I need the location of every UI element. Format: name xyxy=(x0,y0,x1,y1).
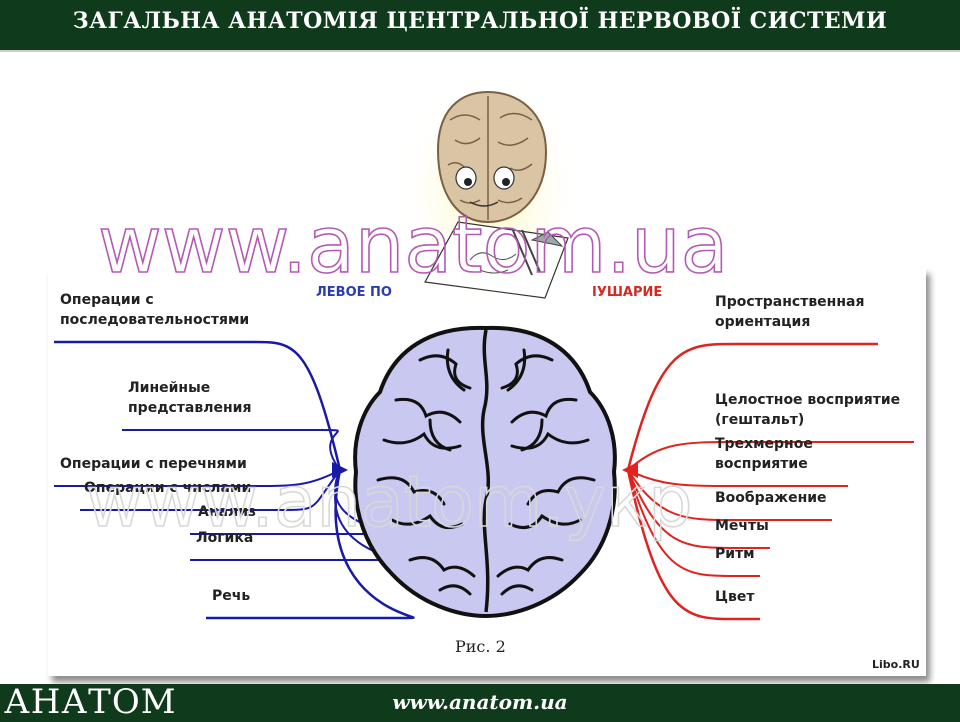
left-function-label: представления xyxy=(128,400,251,416)
left-function-label: Операции с числами xyxy=(84,480,251,496)
left-function-label: Линейные xyxy=(128,380,210,396)
right-hemisphere-heading: ІУШАРИЕ xyxy=(592,285,662,300)
page-title: ЗАГАЛЬНА АНАТОМІЯ ЦЕНТРАЛЬНОЇ НЕРВОВОЇ С… xyxy=(72,8,888,34)
brain-top-view-illustration xyxy=(353,325,617,619)
image-credit: Libo.RU xyxy=(872,658,920,671)
footer-bar: АНАТОМ www.anatom.ua xyxy=(0,684,960,720)
right-function-label: восприятие xyxy=(715,456,808,472)
right-branch-line xyxy=(627,469,832,521)
right-branch-lines xyxy=(622,342,914,621)
left-branch-line xyxy=(54,469,341,487)
right-arrow-tip xyxy=(622,462,638,478)
right-function-label: Мечты xyxy=(715,518,769,534)
right-function-label: Пространственная xyxy=(715,294,864,310)
right-function-label: Цвет xyxy=(715,589,755,605)
left-function-label: последовательностями xyxy=(60,312,249,328)
right-function-label: Трехмерное xyxy=(715,436,813,452)
right-function-label: Ритм xyxy=(715,546,755,562)
left-branch-line xyxy=(122,429,341,471)
right-function-label: Воображение xyxy=(715,490,827,506)
figure-caption: Рис. 2 xyxy=(455,637,506,656)
right-branch-line xyxy=(627,469,770,549)
left-hemisphere-heading: ЛЕВОЕ ПО xyxy=(316,285,392,300)
left-branch-line xyxy=(206,469,415,620)
right-branch-line xyxy=(626,469,760,621)
left-function-label: Анализ xyxy=(198,504,256,520)
left-branch-line xyxy=(80,469,341,511)
watermark-middle: www.anatom.укр xyxy=(86,461,693,543)
footer-url: www.anatom.ua xyxy=(392,690,568,714)
right-function-label: ориентация xyxy=(715,314,810,330)
right-function-label: (гештальт) xyxy=(715,412,804,428)
right-function-label: Целостное восприятие xyxy=(715,392,900,408)
header-bar: ЗАГАЛЬНА АНАТОМІЯ ЦЕНТРАЛЬНОЇ НЕРВОВОЇ С… xyxy=(0,0,960,52)
left-branch-line xyxy=(54,340,342,471)
right-branch-line xyxy=(627,469,760,577)
left-function-label: Операции с xyxy=(60,292,154,308)
watermark-top: www.anatom.ua xyxy=(98,201,728,291)
right-branch-line xyxy=(627,469,848,487)
cartoon-brain-illustration xyxy=(395,70,585,310)
left-function-label: Операции с перечнями xyxy=(60,456,247,472)
left-arrow-tip xyxy=(332,462,348,478)
right-branch-line xyxy=(627,441,914,471)
left-function-label: Логика xyxy=(196,530,253,546)
left-function-label: Речь xyxy=(212,588,250,604)
anatom-logo: АНАТОМ xyxy=(4,682,177,722)
right-branch-line xyxy=(626,342,878,471)
